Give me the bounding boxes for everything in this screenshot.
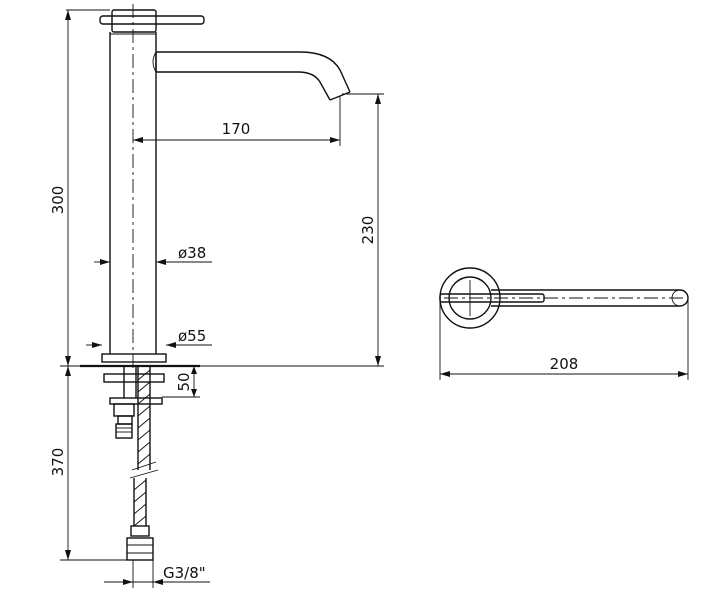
dim-body-diameter-label: ø38 [178, 244, 206, 262]
lever-handle [99, 9, 205, 33]
dim-deck-thickness-label: 50 [175, 372, 193, 391]
flexible-hoses [126, 366, 159, 561]
dim-base-diameter-label: ø55 [178, 327, 206, 345]
dim-spout-height-label: 230 [359, 216, 377, 245]
plan-view: 208 [439, 267, 689, 380]
dim-hose-length: 370 [49, 366, 127, 561]
side-elevation-view: 300 170 230 ø38 [49, 4, 384, 588]
dim-connection-thread: G3/8" [104, 560, 210, 588]
dim-hose-length-label: 370 [49, 448, 67, 477]
dim-plan-length-label: 208 [550, 355, 579, 373]
dim-total-height: 300 [49, 9, 110, 367]
base-flange [80, 353, 200, 368]
fixing-assembly [103, 366, 165, 439]
dim-connection-thread-label: G3/8" [163, 564, 206, 582]
dim-base-diameter: ø55 [86, 327, 212, 348]
dim-deck-thickness: 50 [162, 366, 200, 398]
dim-spout-height: 230 [200, 93, 384, 367]
spout-plan-outline [491, 289, 689, 307]
dim-plan-length: 208 [439, 300, 689, 380]
spout [152, 51, 351, 101]
dim-body-diameter: ø38 [94, 244, 212, 265]
dim-spout-reach-label: 170 [222, 120, 251, 138]
dim-spout-reach: 170 [133, 96, 341, 146]
dim-total-height-label: 300 [49, 186, 67, 215]
